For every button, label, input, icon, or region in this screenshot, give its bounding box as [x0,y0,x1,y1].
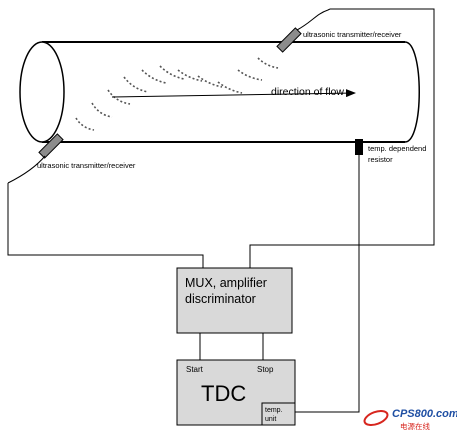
transducer-bottom [38,133,64,159]
watermark-brand: CPS800.com [392,408,457,420]
temp-unit-box [261,402,296,426]
temp-unit-line1: temp. [265,407,283,414]
watermark-logo: CPS800.com 电源在线 [363,408,457,431]
watermark-subtitle: 电源在线 [400,421,430,431]
temp-unit-line2: unit [265,416,276,423]
pipe [19,41,420,143]
transducer-top [276,27,302,53]
wire-top-transducer-to-mux [249,8,435,268]
resistor-label-line1: temp. dependend [368,144,426,153]
cable-top [296,8,331,31]
wire-bottom-transducer-to-mux [7,183,204,268]
temp-resistor [355,139,363,155]
flow-arrow [111,89,356,98]
cable-bottom [7,155,46,184]
mux-box [176,267,293,334]
watermark-swoosh [363,410,389,426]
mux-label-line2: discriminator [185,292,256,306]
pipe-left-opening [19,41,65,143]
mux-label-line1: MUX, amplifier [185,276,267,290]
tdc-label: TDC [201,381,246,406]
start-label: Start [186,365,204,374]
stop-label: Stop [257,365,274,374]
ultrasonic-waves [75,57,279,131]
transducer-top-label: ultrasonic transmitter/receiver [303,30,402,39]
wire-resistor-to-temp-unit [295,155,360,413]
resistor-label-line2: resistor [368,155,393,164]
pipe-right-end [404,41,420,143]
flow-label: direction of flow [271,86,344,98]
transducer-bottom-label: ultrasonic transmitter/receiver [37,161,136,170]
